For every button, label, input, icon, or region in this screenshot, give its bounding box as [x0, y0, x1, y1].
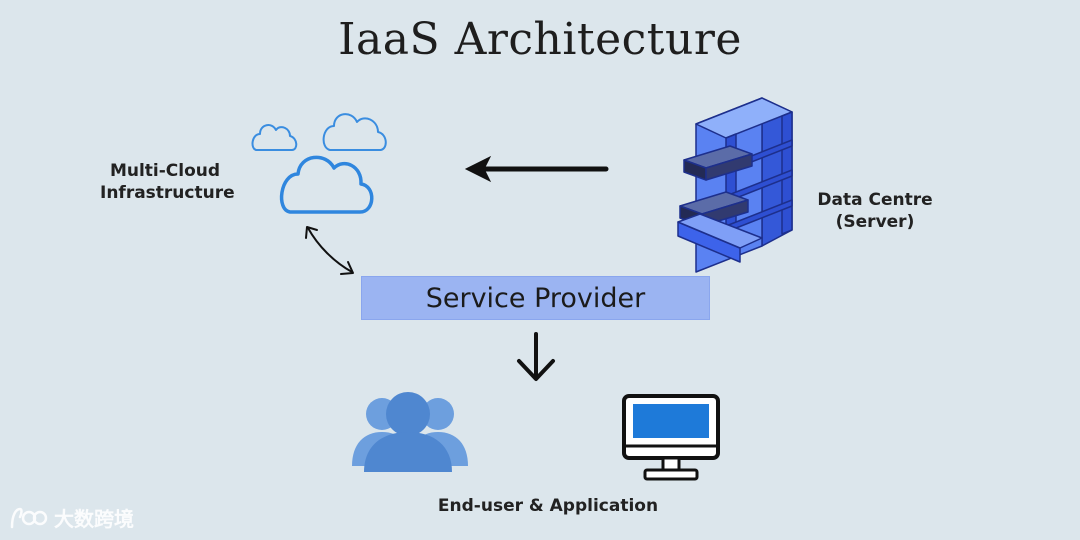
- datacentre-label-line2: (Server): [835, 212, 915, 232]
- cloud-label: Multi-Cloud Infrastructure: [100, 160, 235, 204]
- diagram-title: IaaS Architecture: [338, 14, 742, 65]
- watermark: 大数跨境: [8, 503, 134, 532]
- cloud-label-line2: Infrastructure: [100, 183, 235, 203]
- end-user-label: End-user & Application: [437, 496, 659, 516]
- arrow-bidirectional: [305, 226, 354, 275]
- datacentre-label: Data Centre (Server): [812, 189, 938, 233]
- datacentre-label-line1: Data Centre: [817, 190, 933, 210]
- watermark-logo-icon: [10, 507, 48, 528]
- service-provider-label: Service Provider: [425, 282, 646, 314]
- service-provider-box: Service Provider: [361, 276, 710, 320]
- arrow-left: [464, 155, 609, 183]
- watermark-text: 大数跨境: [54, 507, 134, 531]
- cloud-label-line1: Multi-Cloud: [109, 161, 221, 181]
- arrow-down: [517, 332, 555, 381]
